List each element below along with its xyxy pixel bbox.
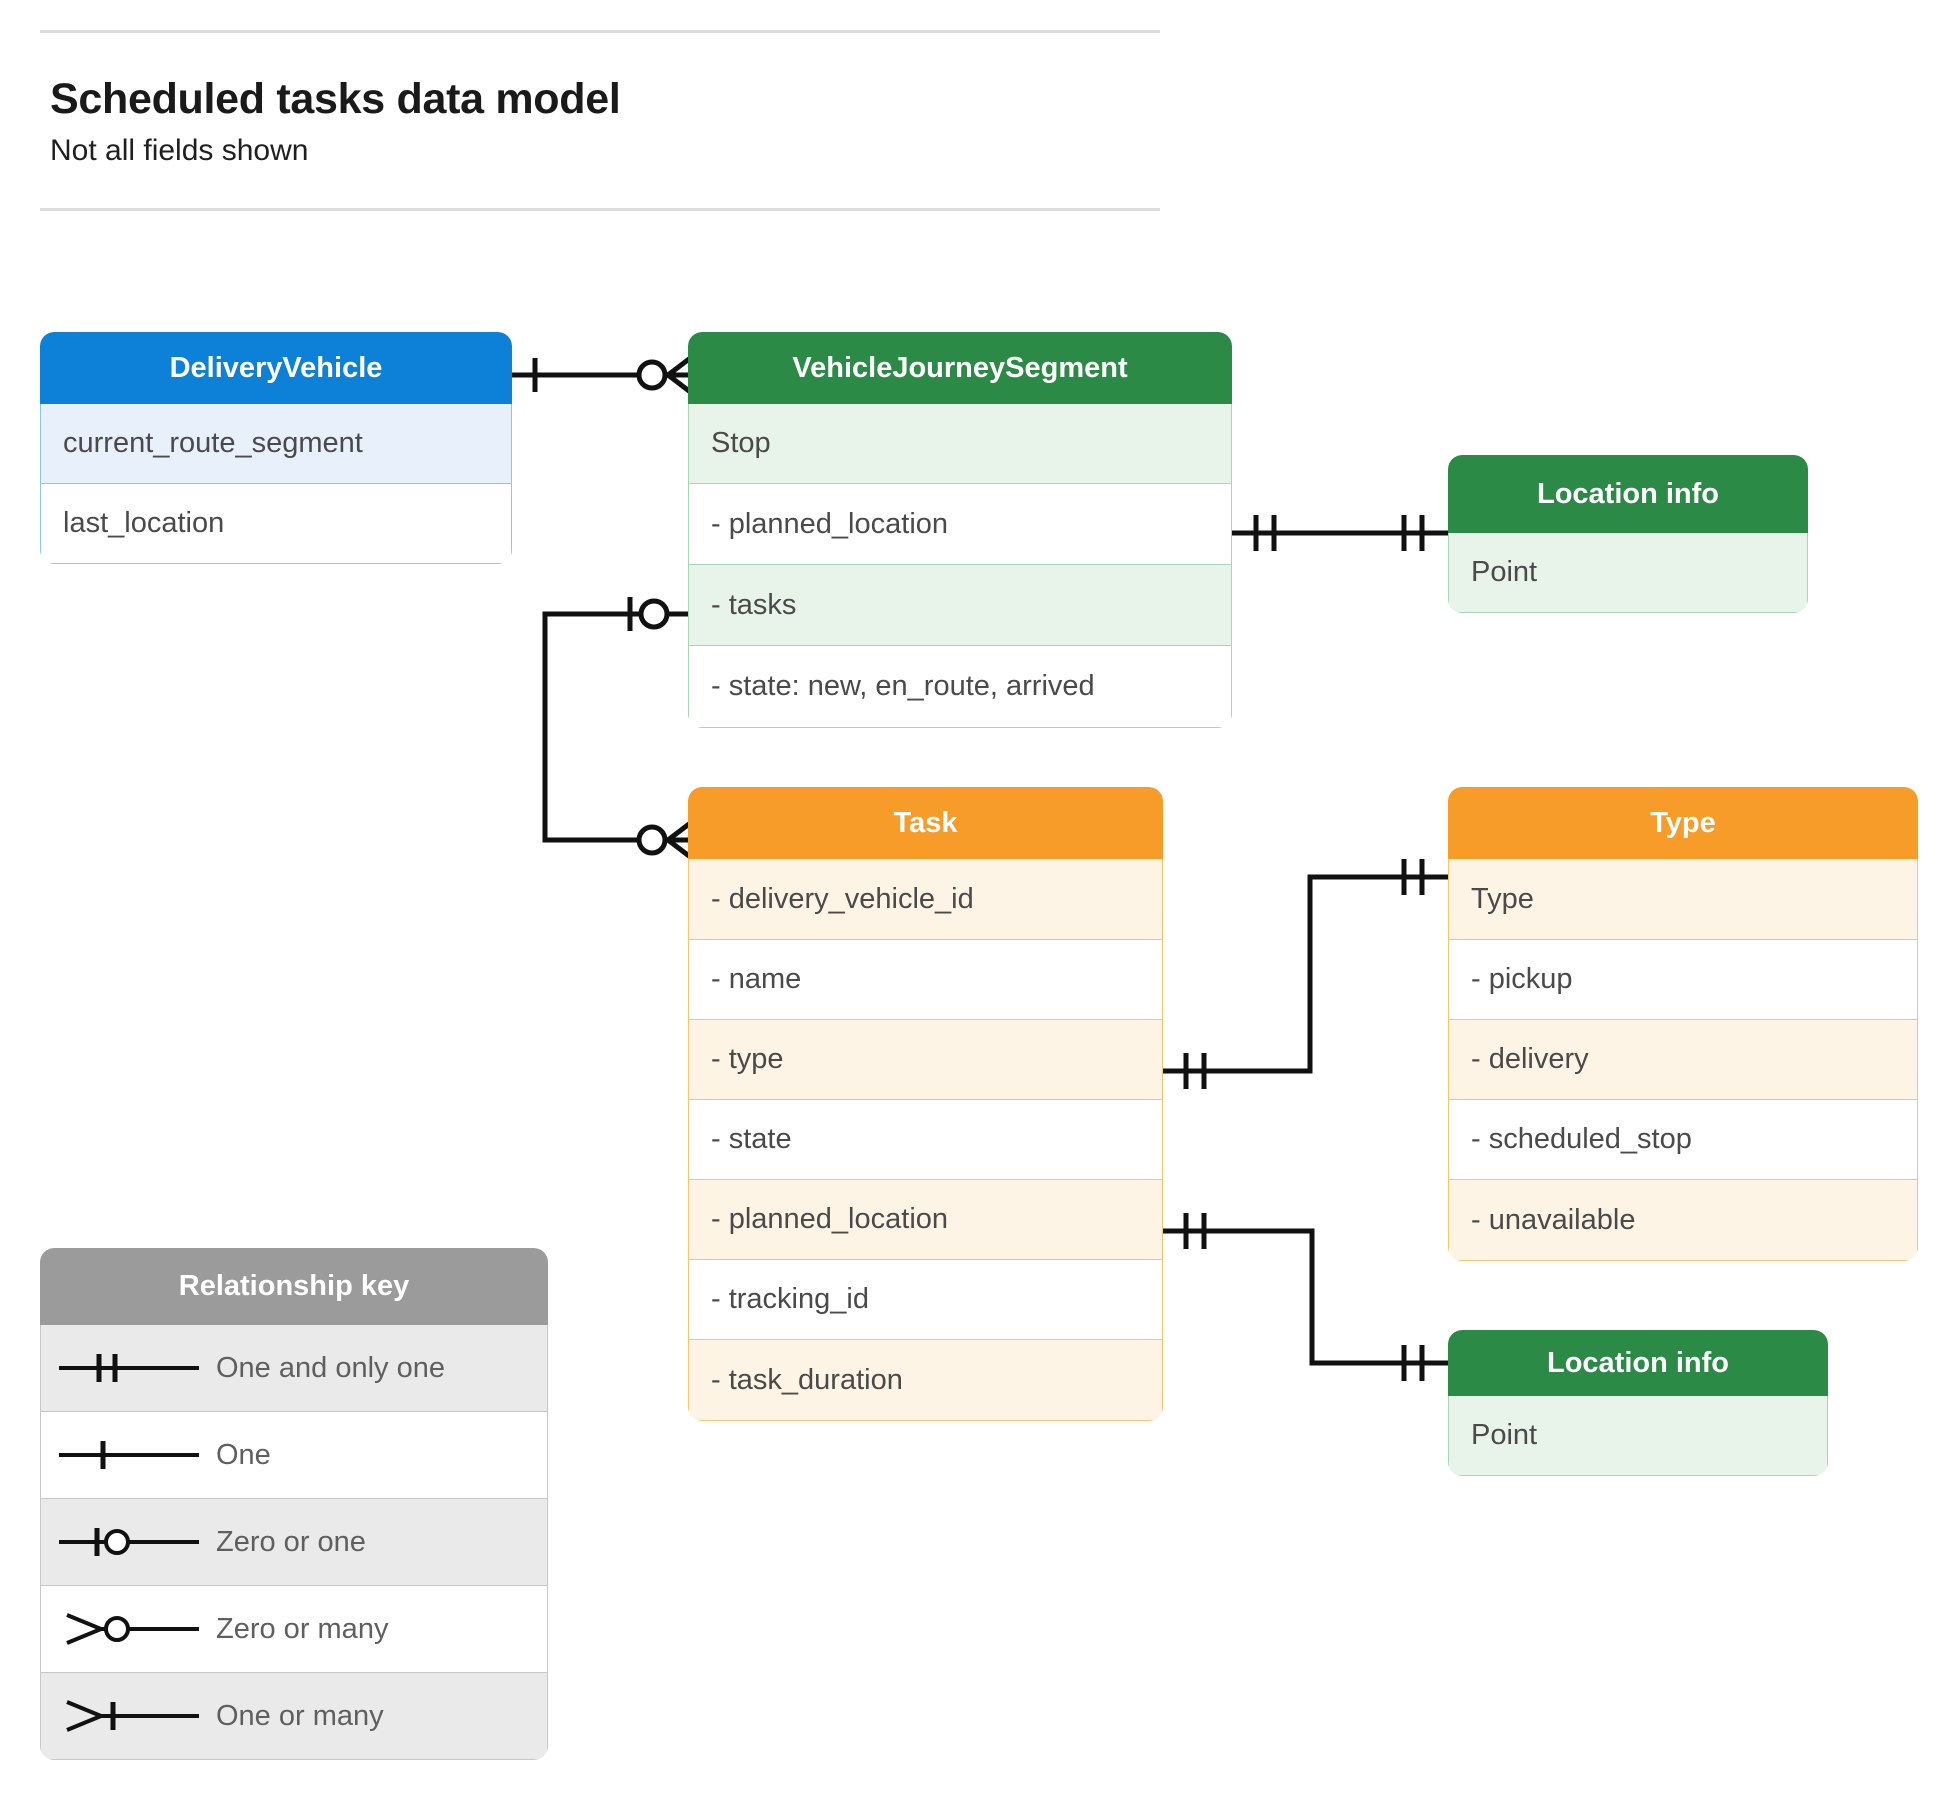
field-type-scheduled-stop: - scheduled_stop xyxy=(1448,1100,1918,1180)
page-subtitle: Not all fields shown xyxy=(50,134,309,167)
entity-location-info-bottom[interactable]: Location info Point xyxy=(1448,1330,1828,1476)
zero-or-one-icon xyxy=(41,1522,216,1562)
legend-label-one-or-many: One or many xyxy=(216,1699,384,1732)
connector-taskplannedlocation-locationinfo-bottom xyxy=(1163,1213,1448,1381)
field-type-label: Type xyxy=(1448,859,1918,940)
field-location-info-bottom-point: Point xyxy=(1448,1396,1828,1476)
legend-item-one: One xyxy=(40,1412,548,1499)
field-task-delivery-vehicle-id: - delivery_vehicle_id xyxy=(688,859,1163,940)
entity-location-info-top[interactable]: Location info Point xyxy=(1448,455,1808,613)
connector-plannedlocation-locationinfo-top xyxy=(1232,515,1448,551)
legend-header: Relationship key xyxy=(40,1248,548,1325)
legend-label-zero-or-many: Zero or many xyxy=(216,1612,389,1645)
one-and-only-one-icon xyxy=(41,1348,216,1388)
zero-or-many-icon xyxy=(41,1609,216,1649)
legend-label-zero-or-one: Zero or one xyxy=(216,1525,366,1558)
page-title: Scheduled tasks data model xyxy=(50,75,621,123)
field-type-delivery: - delivery xyxy=(1448,1020,1918,1100)
entity-vehicle-journey-segment[interactable]: VehicleJourneySegment Stop - planned_loc… xyxy=(688,332,1232,728)
page-header: Scheduled tasks data model Not all field… xyxy=(40,30,1160,211)
field-vjs-planned-location: - planned_location xyxy=(688,484,1232,565)
legend-item-one-and-only-one: One and only one xyxy=(40,1325,548,1412)
entity-header-location-info-bottom: Location info xyxy=(1448,1330,1828,1396)
one-or-many-icon xyxy=(41,1696,216,1736)
field-type-unavailable: - unavailable xyxy=(1448,1180,1918,1261)
header-top-divider xyxy=(40,30,1160,33)
field-task-state: - state xyxy=(688,1100,1163,1180)
field-type-pickup: - pickup xyxy=(1448,940,1918,1020)
legend-label-one-and-only-one: One and only one xyxy=(216,1351,445,1384)
field-vjs-tasks: - tasks xyxy=(688,565,1232,646)
legend-item-zero-or-many: Zero or many xyxy=(40,1586,548,1673)
header-bottom-divider xyxy=(40,208,1160,211)
entity-delivery-vehicle[interactable]: DeliveryVehicle current_route_segment la… xyxy=(40,332,512,564)
entity-header-type: Type xyxy=(1448,787,1918,859)
field-task-task-duration: - task_duration xyxy=(688,1340,1163,1421)
field-location-info-top-point: Point xyxy=(1448,533,1808,613)
entity-task[interactable]: Task - delivery_vehicle_id - name - type… xyxy=(688,787,1163,1421)
field-task-name: - name xyxy=(688,940,1163,1020)
entity-header-task: Task xyxy=(688,787,1163,859)
entity-type[interactable]: Type Type - pickup - delivery - schedule… xyxy=(1448,787,1918,1261)
connector-tasks-task xyxy=(542,597,695,861)
entity-header-vehicle-journey-segment: VehicleJourneySegment xyxy=(688,332,1232,404)
one-icon xyxy=(41,1435,216,1475)
connector-deliveryvehicle-vehiclejourneysegment xyxy=(512,354,695,396)
field-task-tracking-id: - tracking_id xyxy=(688,1260,1163,1340)
entity-header-delivery-vehicle: DeliveryVehicle xyxy=(40,332,512,404)
legend-label-one: One xyxy=(216,1438,271,1471)
entity-header-location-info-top: Location info xyxy=(1448,455,1808,533)
connector-tasktype-type xyxy=(1163,859,1448,1089)
field-current-route-segment: current_route_segment xyxy=(40,404,512,484)
legend-item-zero-or-one: Zero or one xyxy=(40,1499,548,1586)
field-last-location: last_location xyxy=(40,484,512,564)
field-stop: Stop xyxy=(688,404,1232,484)
field-vjs-state: - state: new, en_route, arrived xyxy=(688,646,1232,728)
legend-relationship-key[interactable]: Relationship key One and only one One xyxy=(40,1248,548,1760)
field-task-planned-location: - planned_location xyxy=(688,1180,1163,1260)
legend-item-one-or-many: One or many xyxy=(40,1673,548,1760)
field-task-type: - type xyxy=(688,1020,1163,1100)
